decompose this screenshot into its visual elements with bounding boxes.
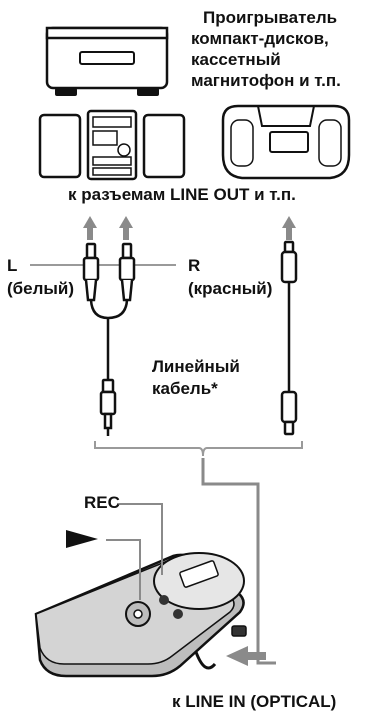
mini-plug-cable	[280, 240, 298, 436]
line-in-label: к LINE IN (OPTICAL)	[172, 692, 337, 711]
optical-path	[201, 458, 276, 665]
devices-label-line-4: магнитофон и т.п.	[191, 71, 341, 90]
bracket	[94, 441, 303, 457]
rca-cable	[82, 242, 136, 436]
left-color-label: (белый)	[7, 279, 75, 298]
md-recorder-illustration	[34, 552, 247, 678]
line-out-label: к разъемам LINE OUT и т.п.	[68, 185, 296, 204]
mini-stereo-illustration	[38, 109, 186, 181]
rec-label: REC	[84, 493, 120, 512]
line-cable-label-1: Линейный	[152, 357, 240, 376]
devices-label-line-3: кассетный	[191, 50, 281, 69]
devices-label-line-2: компакт-дисков,	[191, 29, 329, 48]
cassette-recorder-illustration	[221, 104, 351, 180]
left-channel-label: L	[7, 256, 18, 275]
right-color-label: (красный)	[188, 279, 273, 298]
cd-player-illustration	[45, 26, 169, 96]
play-pointer-line	[106, 539, 141, 600]
signal-arrows	[83, 216, 296, 240]
line-in-arrow	[226, 646, 266, 666]
play-triangle-icon	[66, 530, 98, 548]
right-channel-label: R	[188, 256, 201, 275]
line-cable-label-2: кабель*	[152, 379, 218, 398]
rec-pointer-line	[117, 503, 163, 575]
devices-label-line-1: Проигрыватель	[203, 8, 338, 27]
